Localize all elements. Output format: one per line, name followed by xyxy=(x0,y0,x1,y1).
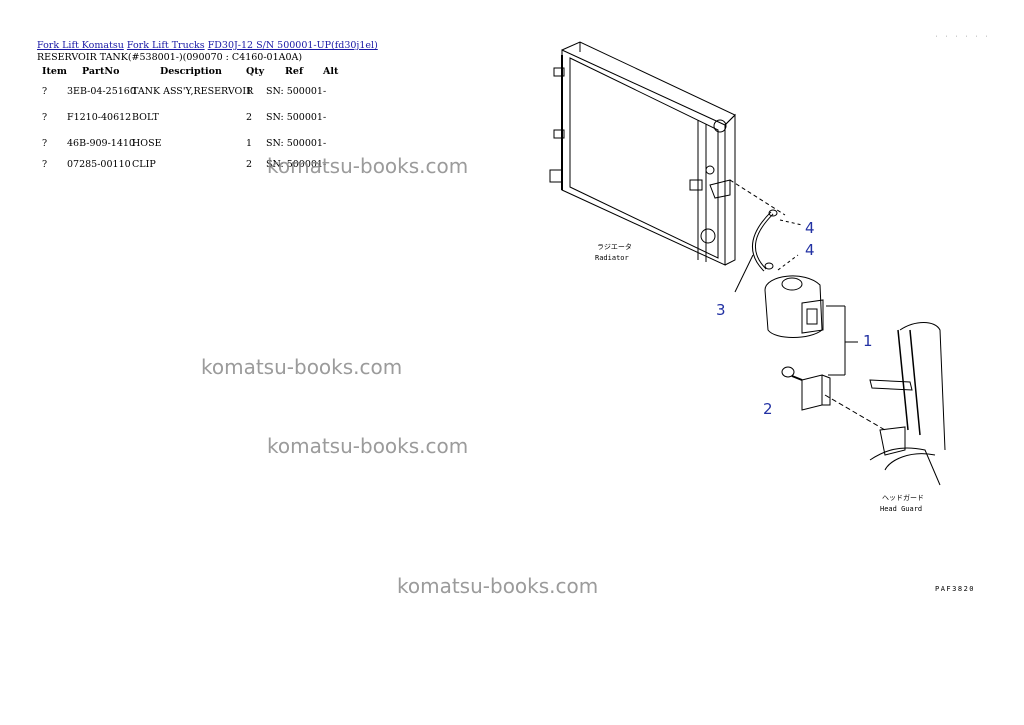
breadcrumb-link-model[interactable]: FD30J-12 S/N 500001-UP(fd30j1el) xyxy=(207,40,378,51)
cell-partno: 46B-909-1410 xyxy=(67,138,135,149)
head-guard-label-jp: ヘッドガード xyxy=(882,493,924,502)
watermark: komatsu-books.com xyxy=(267,434,469,458)
breadcrumb-link-fork-lift-komatsu[interactable]: Fork Lift Komatsu xyxy=(37,40,124,51)
col-header-alt: Alt xyxy=(323,66,339,77)
cell-description: CLIP xyxy=(132,159,156,170)
callout-2: 2 xyxy=(763,400,773,418)
page-title: RESERVOIR TANK(#538001-)(090070 : C4160-… xyxy=(37,52,303,63)
cell-partno: 3EB-04-25160 xyxy=(67,86,136,97)
parts-diagram: 4 4 3 1 2 ラジエータ Radiator ヘッドガード Head Gua… xyxy=(549,41,946,513)
cell-item: ? xyxy=(42,159,48,170)
table-row: ? 3EB-04-25160 TANK ASS'Y,RESERVOIR 1 SN… xyxy=(37,86,357,100)
cell-ref: SN: 500001- xyxy=(266,159,327,170)
watermark: komatsu-books.com xyxy=(267,154,469,178)
head-guard-label: Head Guard xyxy=(880,505,922,513)
breadcrumb-link-fork-lift-trucks[interactable]: Fork Lift Trucks xyxy=(126,40,205,51)
col-header-qty: Qty xyxy=(246,66,265,77)
cell-qty: 2 xyxy=(246,112,253,123)
cell-item: ? xyxy=(42,86,48,97)
cell-qty: 1 xyxy=(246,138,253,149)
cell-ref: SN: 500001- xyxy=(266,138,327,149)
cell-ref: SN: 500001- xyxy=(266,112,327,123)
cell-item: ? xyxy=(42,138,48,149)
cell-item: ? xyxy=(42,112,48,123)
cell-description: TANK ASS'Y,RESERVOIR xyxy=(132,86,254,97)
callout-4-lower: 4 xyxy=(805,241,815,259)
table-row: ? 46B-909-1410 HOSE 1 SN: 500001- xyxy=(37,138,357,152)
col-header-partno: PartNo xyxy=(82,66,120,77)
radiator-label: Radiator xyxy=(595,254,629,262)
col-header-item: Item xyxy=(42,66,67,77)
cell-qty: 1 xyxy=(246,86,253,97)
header-mark: · · · · · · xyxy=(935,34,991,40)
callout-1: 1 xyxy=(863,332,873,350)
radiator-drawing xyxy=(549,41,946,486)
table-row: ? 07285-00110 CLIP 2 SN: 500001- xyxy=(37,159,357,173)
col-header-description: Description xyxy=(160,66,222,77)
cell-partno: F1210-40612 xyxy=(67,112,132,123)
cell-ref: SN: 500001- xyxy=(266,86,327,97)
col-header-ref: Ref xyxy=(285,66,304,77)
breadcrumb: Fork Lift Komatsu Fork Lift Trucks FD30J… xyxy=(37,40,378,51)
cell-qty: 2 xyxy=(246,159,253,170)
watermark: komatsu-books.com xyxy=(201,355,403,379)
watermark: komatsu-books.com xyxy=(397,574,599,598)
callout-4-upper: 4 xyxy=(805,219,815,237)
cell-description: HOSE xyxy=(132,138,162,149)
callout-3: 3 xyxy=(716,301,726,319)
cell-description: BOLT xyxy=(132,112,159,123)
figure-code: PAF3820 xyxy=(935,585,976,593)
cell-partno: 07285-00110 xyxy=(67,159,131,170)
table-row: ? F1210-40612 BOLT 2 SN: 500001- xyxy=(37,112,357,126)
radiator-label-jp: ラジエータ xyxy=(597,242,632,251)
